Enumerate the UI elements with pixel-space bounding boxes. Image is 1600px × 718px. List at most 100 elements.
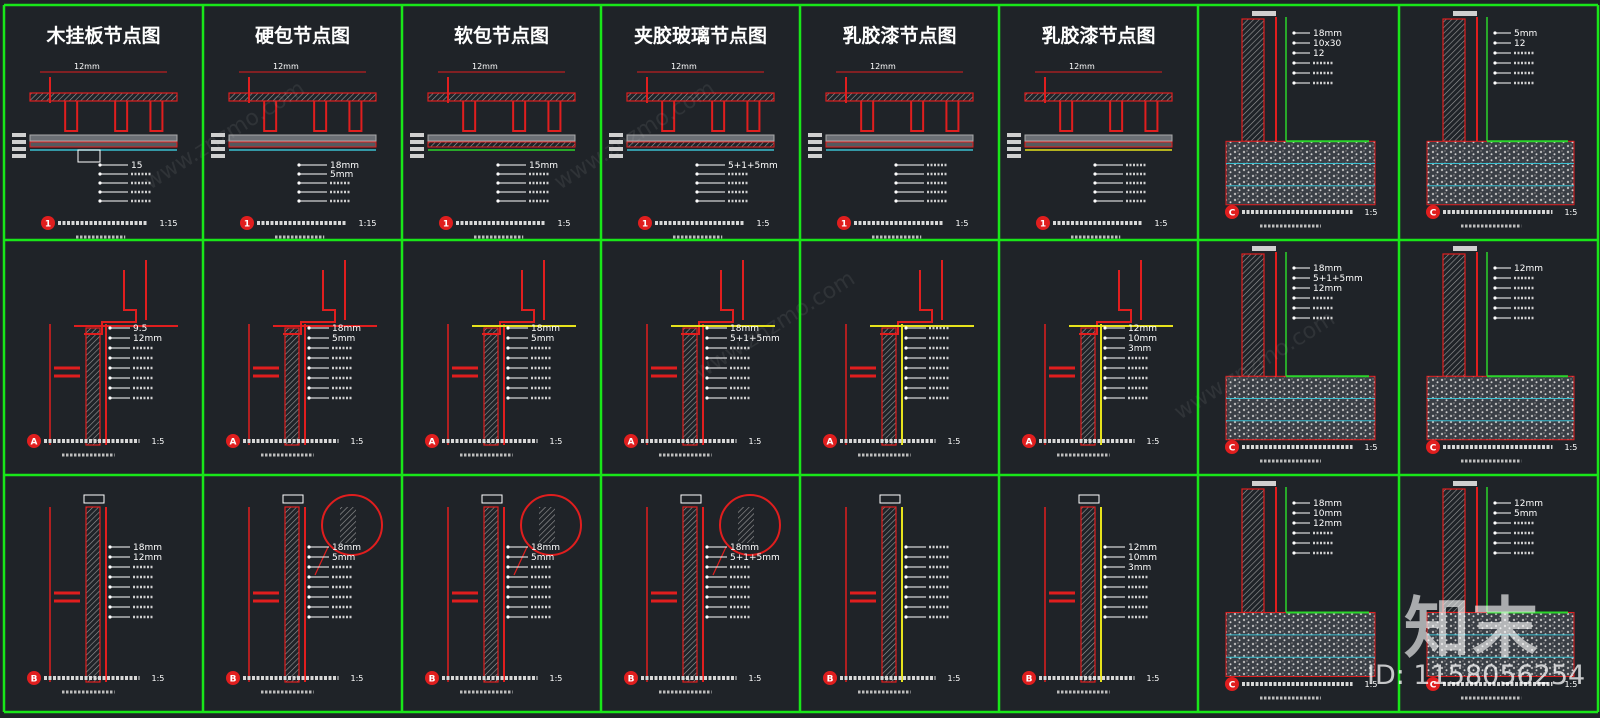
fixing-bracket bbox=[651, 366, 677, 378]
row3-c3-scale: 1:5 bbox=[550, 674, 563, 683]
row1-c1-bubble-letter: 1 bbox=[45, 220, 51, 230]
zoom-callout bbox=[321, 494, 383, 556]
zoom-detail bbox=[539, 507, 555, 543]
row3-c7-leader-dot bbox=[1292, 511, 1296, 515]
row2-c1-leader-dot bbox=[108, 396, 112, 400]
side-dim-mark bbox=[211, 133, 225, 137]
side-dim-mark bbox=[808, 133, 822, 137]
callout-leader bbox=[513, 546, 528, 576]
wall-section bbox=[682, 506, 698, 683]
wall-section bbox=[881, 327, 897, 446]
joint-detail bbox=[77, 149, 101, 163]
row3-c6-label: 10mm bbox=[1128, 553, 1157, 563]
row2-c3-label: 18mm bbox=[531, 324, 560, 334]
row1-c1-bubble bbox=[41, 216, 55, 230]
row1-c5-bubble-letter: 1 bbox=[841, 220, 847, 230]
row3-c4-scale: 1:5 bbox=[749, 674, 762, 683]
row2-c4-label: 5+1+5mm bbox=[730, 334, 780, 344]
row3-c8-bubble bbox=[1426, 677, 1440, 691]
row1-c7-leader-dot bbox=[1292, 51, 1296, 55]
row2-c7-leader-dot bbox=[1292, 296, 1296, 300]
row1-c4-leader-dot bbox=[695, 172, 699, 176]
row2-c6-label: 3mm bbox=[1128, 344, 1151, 354]
row2-c6-leader-dot bbox=[1103, 336, 1107, 340]
row2-c2-leader-dot bbox=[307, 396, 311, 400]
row1-c5-leader-dot bbox=[894, 172, 898, 176]
wall-section bbox=[85, 506, 101, 683]
row3-c7-label: 18mm bbox=[1313, 499, 1342, 509]
row2-c5-leader-dot bbox=[904, 356, 908, 360]
finish-layer bbox=[427, 141, 576, 148]
row2-c3-leader-dot bbox=[506, 366, 510, 370]
base-board bbox=[427, 134, 576, 142]
row1-c5-bubble bbox=[837, 216, 851, 230]
fixing-bracket bbox=[253, 591, 279, 603]
row1-c7-label: 10x30 bbox=[1313, 39, 1342, 49]
ceiling-slab bbox=[427, 92, 576, 102]
row2-c1-leader-dot bbox=[108, 326, 112, 330]
row3-c6-leader-dot bbox=[1103, 605, 1107, 609]
row3-c4-leader-dot bbox=[705, 605, 709, 609]
row1-c8-label: 5mm bbox=[1514, 29, 1537, 39]
row1-c8-scale: 1:5 bbox=[1564, 208, 1577, 217]
wall-column bbox=[1442, 253, 1466, 377]
ceiling-keel bbox=[681, 270, 734, 335]
row1-c2-leader-dot bbox=[297, 181, 301, 185]
section-marker bbox=[680, 494, 702, 504]
callout-leader bbox=[314, 546, 329, 576]
row3-c5-leader-dot bbox=[904, 605, 908, 609]
row2-c6-leader-dot bbox=[1103, 396, 1107, 400]
row1-c7-leader-dot bbox=[1292, 41, 1296, 45]
row3-c4-leader-dot bbox=[705, 575, 709, 579]
base-board bbox=[1024, 134, 1173, 142]
row3-c8-label: 5mm bbox=[1514, 509, 1537, 519]
side-dim-mark bbox=[609, 147, 623, 151]
row3-c2-leader-dot bbox=[307, 575, 311, 579]
finish-layer bbox=[228, 141, 377, 148]
row1-c4-bubble-letter: 1 bbox=[642, 220, 648, 230]
row2-c6-leader-dot bbox=[1103, 326, 1107, 330]
row3-c8-scale: 1:5 bbox=[1564, 680, 1577, 689]
row2-c7-label: 5+1+5mm bbox=[1313, 274, 1363, 284]
row1-c2-scale: 1:15 bbox=[359, 219, 377, 228]
row3-c4-leader-dot bbox=[705, 585, 709, 589]
row1-c5-leader-dot bbox=[894, 163, 898, 167]
side-dim-mark bbox=[410, 133, 424, 137]
wall-column bbox=[1241, 488, 1265, 614]
row2-c7-leader-dot bbox=[1292, 276, 1296, 280]
row3-c2-label: 5mm bbox=[332, 553, 355, 563]
row1-c7-label: 18mm bbox=[1313, 29, 1342, 39]
row2-c6-leader-dot bbox=[1103, 376, 1107, 380]
row2-c4-leader-dot bbox=[705, 396, 709, 400]
row1-c7-label: 12 bbox=[1313, 49, 1324, 59]
row2-c2-leader-dot bbox=[307, 326, 311, 330]
row3-c1-leader-dot bbox=[108, 595, 112, 599]
row2-c8-leader-dot bbox=[1493, 286, 1497, 290]
row1-c2-leader-dot bbox=[297, 163, 301, 167]
dimension-text: 12mm bbox=[74, 62, 100, 71]
row2-c6-leader-dot bbox=[1103, 386, 1107, 390]
row2-c8-bubble-letter: C bbox=[1430, 444, 1437, 454]
section-marker bbox=[282, 494, 304, 504]
row1-c1-label: 15 bbox=[131, 161, 142, 171]
row2-c4-bubble-letter: A bbox=[628, 438, 635, 448]
section-marker bbox=[1078, 494, 1100, 504]
row3-c3-leader-dot bbox=[506, 545, 510, 549]
row2-c1-leader-dot bbox=[108, 376, 112, 380]
finish-layer bbox=[626, 141, 775, 148]
dimension-text: 12mm bbox=[273, 62, 299, 71]
wall-section bbox=[881, 506, 897, 683]
row2-c8-leader-dot bbox=[1493, 316, 1497, 320]
base-board bbox=[825, 134, 974, 142]
row3-c4-label: 5+1+5mm bbox=[730, 553, 780, 563]
side-dim-mark bbox=[1007, 154, 1021, 158]
row3-c2-leader-dot bbox=[307, 615, 311, 619]
row1-c6-leader-dot bbox=[1093, 172, 1097, 176]
ceiling-slab bbox=[1024, 92, 1173, 102]
row2-c3-bubble bbox=[425, 434, 439, 448]
